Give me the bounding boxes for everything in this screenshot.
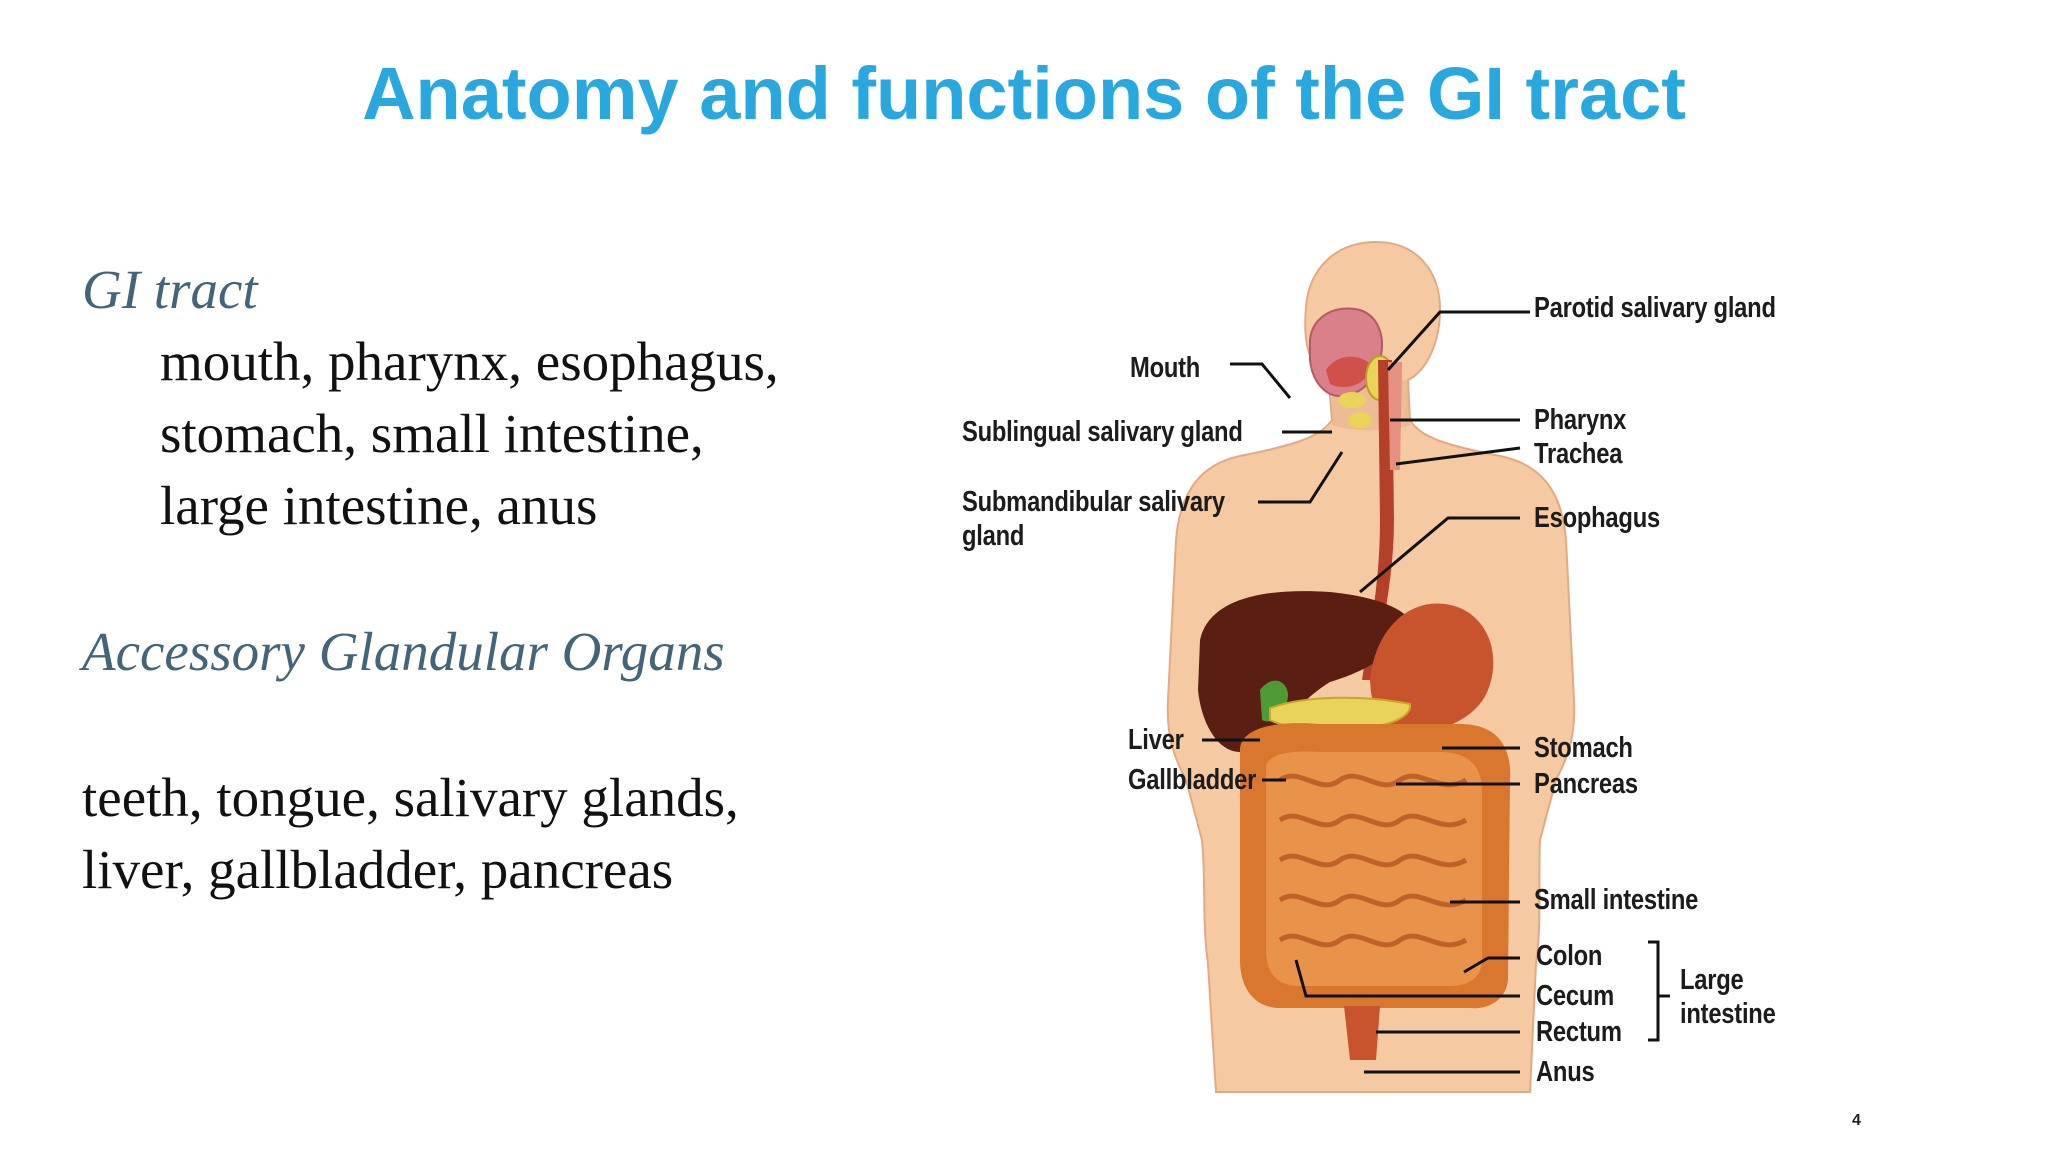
large-intestine-bracket [1648,940,1660,1042]
gi-tract-heading: GI tract [82,259,258,320]
leader-parotid [1386,310,1530,372]
label-submandibular-line-2: gland [962,520,1025,552]
label-gallbladder: Gallbladder [1128,764,1257,796]
leader-submandibular [1258,451,1344,504]
label-pancreas: Pancreas [1534,768,1638,800]
gi-line-2: stomach, small intestine, [160,403,704,464]
submandibular-gland [1348,412,1372,428]
leader-lines [1202,310,1670,1074]
label-large-intestine-2: intestine [1680,998,1776,1030]
leader-colon [1463,956,1520,974]
sublingual-gland [1338,392,1366,408]
gi-line-1: mouth, pharynx, esophagus, [160,331,779,392]
intestine-coils [1278,773,1468,948]
label-anus: Anus [1536,1056,1595,1088]
label-liver: Liver [1128,724,1184,756]
trachea-tube [1388,362,1402,470]
digestive-system-illustration [1166,240,1670,1093]
label-esophagus: Esophagus [1534,502,1660,534]
page-number: 4 [1852,1112,1861,1129]
label-sublingual-salivary-gland: Sublingual salivary gland [962,416,1243,448]
rectum-organ [1344,1006,1380,1060]
label-small-intestine: Small intestine [1534,884,1699,916]
esophagus-tube [1362,360,1394,680]
accessory-organs-heading: Accessory Glandular Organs [82,621,725,682]
accessory-line-2: liver, gallbladder, pancreas [82,839,674,900]
label-large-intestine-1: Large [1680,964,1744,996]
leader-esophagus [1359,516,1520,594]
label-rectum: Rectum [1536,1016,1622,1048]
label-trachea: Trachea [1534,438,1623,470]
small-intestine-organ [1266,751,1482,986]
label-colon: Colon [1536,940,1603,972]
liver-organ [1198,591,1410,752]
leader-mouth [1230,362,1292,399]
label-pharynx: Pharynx [1534,404,1627,436]
label-parotid-salivary-gland: Parotid salivary gland [1534,292,1776,324]
label-submandibular-line-1: Submandibular salivary [962,486,1225,518]
leader-trachea [1395,446,1521,466]
accessory-line-1: teeth, tongue, salivary glands, [82,767,739,828]
left-text-panel: GI tract mouth, pharynx, esophagus, stom… [82,0,922,1152]
leader-cecum [1294,959,1520,998]
gi-tract-diagram: Parotid salivary gland Pharynx Trachea E… [940,220,1840,1100]
slide-title: Anatomy and functions of the GI tract [362,52,1686,135]
label-stomach: Stomach [1534,732,1633,764]
tongue [1326,356,1372,388]
label-mouth: Mouth [1130,352,1201,384]
gi-line-3: large intestine, anus [160,475,598,536]
label-cecum: Cecum [1536,980,1615,1012]
